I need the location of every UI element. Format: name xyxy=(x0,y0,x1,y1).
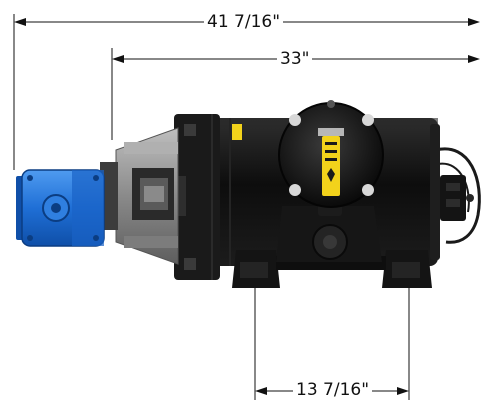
front-flange xyxy=(174,114,220,280)
dimension-label-overall-length: 41 7/16" xyxy=(204,12,284,32)
wiring-harness xyxy=(435,147,481,244)
top-housing xyxy=(278,100,384,208)
arrow-icon xyxy=(397,387,409,395)
dim-feet-group xyxy=(254,288,410,400)
arrow-icon xyxy=(468,18,480,26)
gear-reducer xyxy=(276,196,382,262)
arrow-icon xyxy=(255,387,267,395)
dimension-label-body-length: 33" xyxy=(277,49,313,69)
arrow-icon xyxy=(468,55,480,63)
bell-housing xyxy=(115,127,179,265)
warning-label xyxy=(232,124,242,140)
pump-icon xyxy=(16,169,105,247)
dimension-label-foot-spacing: 13 7/16" xyxy=(293,380,373,400)
arrow-icon xyxy=(112,55,124,63)
arrow-icon xyxy=(14,18,26,26)
